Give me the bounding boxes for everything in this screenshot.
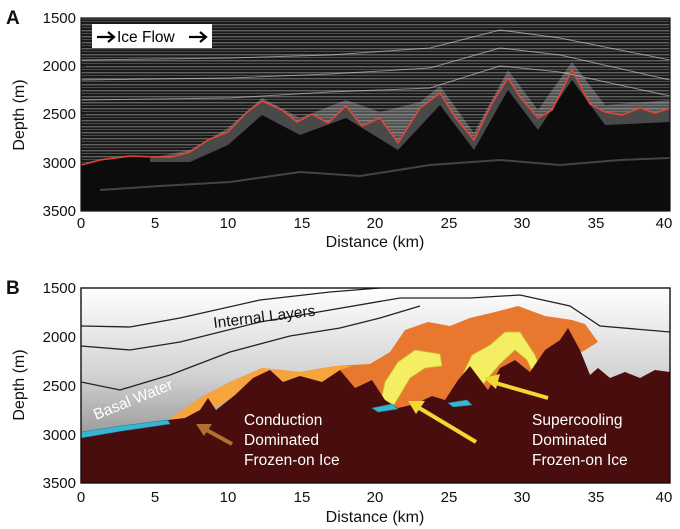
arrow-head-icon — [408, 401, 425, 414]
x-tick-label: 0 — [77, 489, 85, 506]
radar-layered-ice — [81, 18, 670, 165]
x-tick-label: 20 — [367, 215, 384, 232]
panel-b-y-axis: 1500 2000 2500 3000 3500 Depth (m) — [11, 280, 76, 492]
radar-internal-layers — [81, 29, 670, 101]
y-tick-label: 2500 — [43, 378, 76, 395]
x-tick-label: 20 — [367, 489, 384, 506]
arrow-head-icon — [196, 424, 212, 436]
y-tick-label: 2000 — [43, 58, 76, 75]
bed-trace — [81, 68, 670, 166]
x-tick-label: 30 — [514, 489, 531, 506]
supercooling-arrow — [408, 401, 478, 444]
radar-bright-zone — [150, 62, 670, 162]
basal-water-pocket — [371, 403, 399, 413]
y-tick-label: 3000 — [43, 427, 76, 444]
x-tick-label: 35 — [588, 215, 605, 232]
x-tick-label: 25 — [441, 489, 458, 506]
panel-b-label: B — [6, 278, 20, 299]
panel-b-frame — [80, 287, 671, 484]
ice-flow-label: Ice Flow — [117, 29, 176, 46]
y-tick-label: 1500 — [43, 280, 76, 297]
y-tick-label: 2000 — [43, 329, 76, 346]
basal-water-pocket — [447, 399, 473, 408]
x-tick-label: 10 — [220, 489, 237, 506]
x-tick-label: 15 — [294, 215, 311, 232]
y-tick-label: 3500 — [43, 203, 76, 220]
panel-a-xlabel: Distance (km) — [326, 234, 425, 251]
frozen-on-ice-layer — [168, 306, 598, 420]
x-tick-label: 10 — [220, 215, 237, 232]
arrow-head-icon — [484, 374, 500, 389]
internal-layer-lines — [81, 288, 670, 391]
y-tick-label: 3000 — [43, 155, 76, 172]
conduction-label-line1: Conduction — [244, 412, 322, 429]
supercooling-label-line3: Frozen-on Ice — [532, 452, 628, 469]
panel-b-xlabel: Distance (km) — [326, 509, 425, 526]
schematic: Internal Layers Basal Water Conduction D… — [81, 288, 670, 483]
panel-b-ylabel: Depth (m) — [11, 349, 28, 420]
x-tick-label: 5 — [151, 215, 159, 232]
x-tick-label: 35 — [588, 489, 605, 506]
conduction-label-line2: Dominated — [244, 432, 319, 449]
panel-a-ylabel: Depth (m) — [11, 79, 28, 150]
ice-flow-indicator: Ice Flow — [92, 24, 212, 48]
supercooling-label-line1: Supercooling — [532, 412, 622, 429]
supercooling-ice-left — [379, 349, 443, 409]
panel-b-x-axis: 0 5 10 15 20 25 30 35 40 Distance (km) — [77, 489, 673, 526]
x-tick-label: 40 — [656, 489, 673, 506]
supercooling-arrow — [484, 374, 549, 400]
supercooling-label-line2: Dominated — [532, 432, 607, 449]
arrow-right-icon — [189, 31, 208, 43]
panel-a-y-axis: 1500 2000 2500 3000 3500 Depth (m) — [11, 10, 86, 220]
bedrock — [81, 328, 670, 483]
x-tick-label: 0 — [77, 215, 85, 232]
panel-a: A Ice Flow — [6, 8, 672, 251]
basal-water — [81, 419, 171, 439]
x-tick-label: 25 — [441, 215, 458, 232]
x-tick-label: 15 — [294, 489, 311, 506]
x-tick-label: 30 — [514, 215, 531, 232]
y-tick-label: 1500 — [43, 10, 76, 27]
arrow-right-icon — [97, 31, 116, 43]
conduction-ice-layer — [168, 366, 352, 420]
conduction-label-line3: Frozen-on Ice — [244, 452, 340, 469]
y-tick-label: 3500 — [43, 475, 76, 492]
panel-a-x-axis: 0 5 10 15 20 25 30 35 40 Distance (km) — [77, 215, 673, 251]
x-tick-label: 40 — [656, 215, 673, 232]
radar-image — [81, 18, 670, 211]
x-tick-label: 5 — [151, 489, 159, 506]
panel-b: B — [6, 278, 672, 526]
conduction-arrow — [196, 424, 233, 446]
y-tick-label: 2500 — [43, 106, 76, 123]
radar-multiple — [99, 157, 670, 191]
panel-a-label: A — [6, 8, 20, 29]
